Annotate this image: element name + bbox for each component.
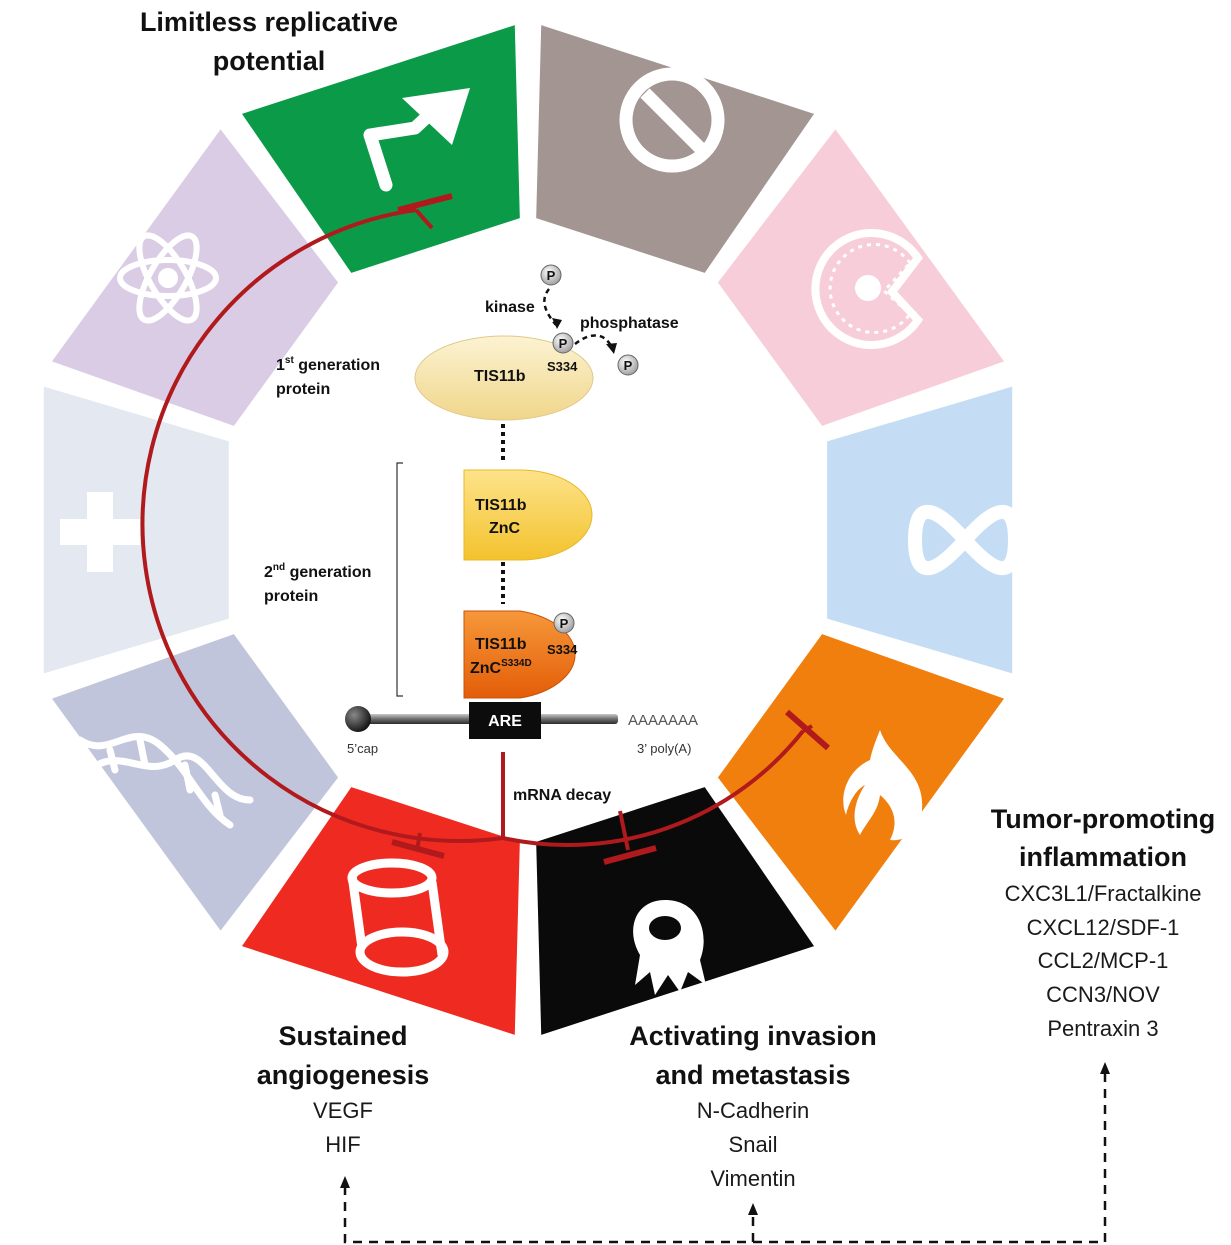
tis11b-mutant-label: TIS11b (475, 636, 527, 653)
ring-segment-sustained-angiogenesis (241, 787, 520, 1035)
inflammation-title-line1: Tumor-promoting (991, 804, 1215, 834)
invasion-gene: Vimentin (710, 1166, 795, 1191)
invasion-gene: N-Cadherin (697, 1098, 810, 1123)
znc-s334d-label: ZnCS334D (470, 658, 532, 677)
inhibition-bar-inflammation (785, 709, 830, 751)
tis11b-znc-s334d-protein (463, 610, 576, 699)
angiogenesis-title-line1: Sustained (278, 1021, 407, 1051)
gen2-label-line2: protein (264, 588, 318, 605)
inhibition-bar-replicative (397, 193, 453, 230)
phosphate-bound-mutant (553, 612, 575, 634)
inhibition-arc-left (140, 208, 504, 843)
atom-icon (117, 232, 219, 324)
angiogenesis-gene: VEGF (313, 1098, 373, 1123)
infinity-icon (907, 504, 1023, 576)
phosphate-label-mutant: P (560, 616, 569, 631)
inflammation-gene: CCN3/NOV (1046, 982, 1160, 1007)
are-element (469, 702, 541, 739)
angiogenesis-title-line2: angiogenesis (257, 1060, 430, 1090)
polya-label: 3’ poly(A) (637, 741, 691, 756)
arrowhead-invasion (748, 1203, 758, 1215)
blood-vessel-icon (347, 858, 449, 977)
inhibition-bar-invasion (603, 810, 657, 865)
gen1-label-line2: protein (276, 381, 330, 398)
inhibition-network (140, 193, 830, 865)
phosphate-label-top: P (547, 268, 556, 283)
mrna-decay-label: mRNA decay (513, 787, 611, 804)
cap-label: 5’cap (347, 741, 378, 756)
phosphate-label-released: P (624, 358, 633, 373)
gen1-label-line1: 1st generation (276, 355, 380, 374)
inflammation-gene: CXC3L1/Fractalkine (1005, 881, 1202, 906)
tis11b-znc-label: TIS11b (475, 497, 527, 514)
gen2-label-line1: 2nd generation (264, 562, 371, 581)
center-diagram: P kinase phosphatase P 1st generation pr… (264, 264, 698, 804)
phosphate-released (617, 354, 639, 376)
phosphatase-arrow (574, 334, 614, 349)
arrow-icon (363, 88, 470, 192)
flame-icon (843, 730, 923, 841)
invasion-title-line2: and metastasis (655, 1060, 850, 1090)
arrowhead-angiogenesis (340, 1176, 350, 1188)
pacman-cell-icon (811, 229, 924, 349)
prohibition-icon (619, 67, 725, 173)
gen2-bracket (396, 462, 403, 697)
phosphatase-label: phosphatase (580, 315, 679, 332)
invasion-title-line1: Activating invasion (629, 1021, 877, 1051)
s334-gen1-label: S334 (547, 359, 578, 374)
kinase-arrow (543, 288, 557, 326)
arrowheads (340, 1062, 1110, 1215)
replicative-title-line2: potential (213, 46, 326, 76)
phosphate-free-top (540, 264, 562, 286)
tis11b-znc-protein (463, 469, 593, 561)
inflammation-gene: CCL2/MCP-1 (1038, 948, 1169, 973)
tis11b-gen1-protein (414, 335, 594, 421)
phosphate-bound-gen1 (552, 332, 574, 354)
tis11b-gen1-label: TIS11b (474, 368, 526, 385)
phosphate-label-gen1: P (559, 336, 568, 351)
invasion-gene: Snail (729, 1132, 778, 1157)
znc-label: ZnC (489, 520, 521, 537)
replicative-title-line1: Limitless replicative (140, 7, 398, 37)
inflammation-gene: Pentraxin 3 (1047, 1016, 1158, 1041)
kinase-label: kinase (485, 299, 535, 316)
are-label: ARE (488, 713, 522, 730)
angiogenesis-gene: HIF (325, 1132, 360, 1157)
inflammation-title-line2: inflammation (1019, 842, 1187, 872)
plus-icon (60, 492, 140, 572)
mrna-5cap (345, 706, 371, 732)
invasive-cell-icon (633, 900, 706, 995)
inhibition-bar-angiogenesis (391, 832, 445, 859)
dna-icon (76, 733, 254, 829)
inflammation-gene: CXCL12/SDF-1 (1027, 915, 1180, 940)
arrowhead-inflammation (1100, 1062, 1110, 1074)
s334-mutant-label: S334 (547, 642, 578, 657)
polya-tail: AAAAAAA (628, 712, 698, 729)
dashed-connectors (343, 1072, 1107, 1244)
ring-segment-evading-growth-suppressors (536, 25, 815, 273)
ring-segment-deregulating-cellular-energetics (51, 129, 339, 426)
inhibition-arc-right (502, 729, 805, 847)
